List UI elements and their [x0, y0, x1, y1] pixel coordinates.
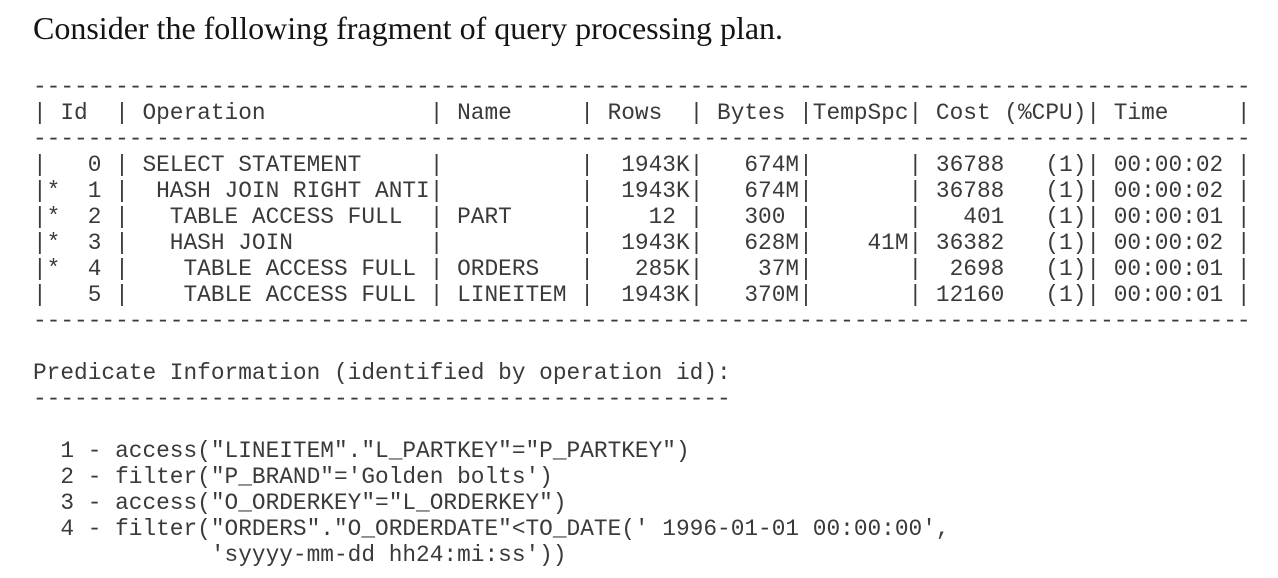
document-page: Consider the following fragment of query… [0, 6, 1278, 578]
plan-table: ----------------------------------------… [33, 74, 1251, 334]
predicate-info: Predicate Information (identified by ope… [33, 360, 950, 568]
question-title: Consider the following fragment of query… [33, 10, 784, 46]
